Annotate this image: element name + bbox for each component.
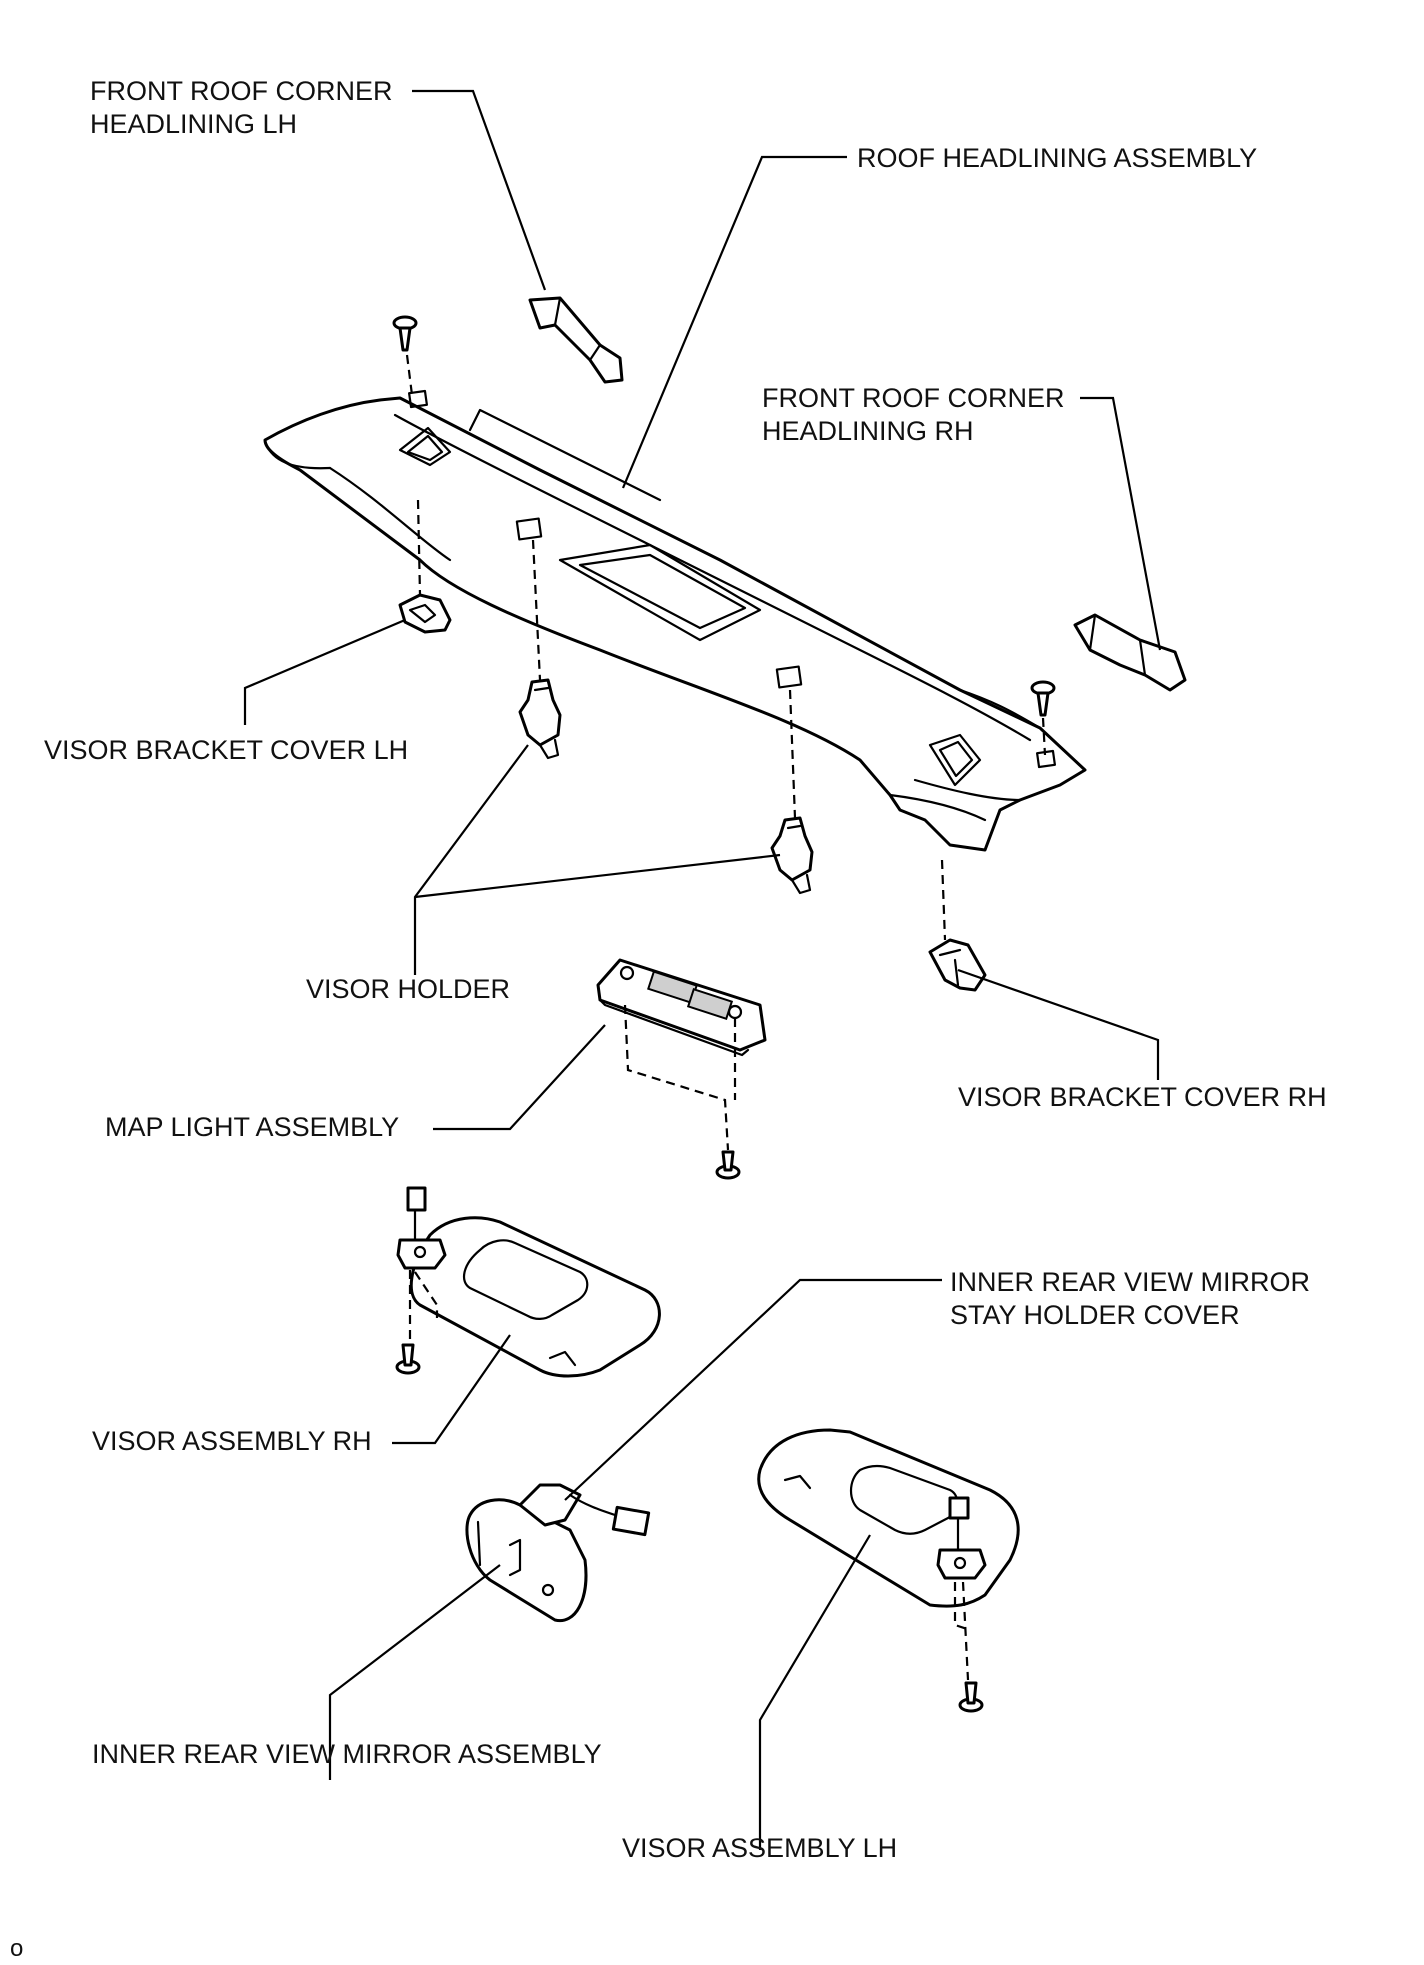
screw-top-right bbox=[1030, 680, 1056, 717]
map-light-part bbox=[596, 958, 767, 1057]
label-visor-holder: VISOR HOLDER bbox=[306, 974, 511, 1004]
front-roof-corner-lh-part bbox=[528, 296, 624, 384]
screw-top-left bbox=[392, 315, 418, 352]
label-visor-bracket-cover-rh: VISOR BRACKET COVER RH bbox=[958, 1082, 1327, 1112]
visor-holder-right-part bbox=[770, 816, 814, 895]
label-map-light: MAP LIGHT ASSEMBLY bbox=[105, 1112, 400, 1142]
visor-bracket-cover-rh-part bbox=[928, 938, 987, 992]
front-roof-corner-rh-part bbox=[1073, 613, 1187, 692]
label-mirror-stay-cover-line2: STAY HOLDER COVER bbox=[950, 1300, 1240, 1330]
inner-mirror-part bbox=[465, 1483, 651, 1623]
label-visor-assembly-lh: VISOR ASSEMBLY LH bbox=[622, 1833, 898, 1863]
screw-map-light bbox=[715, 1150, 741, 1180]
roof-headlining-part bbox=[263, 389, 1087, 852]
screw-visor-lh bbox=[958, 1681, 984, 1713]
visor-assembly-lh-part bbox=[757, 1428, 1020, 1608]
label-front-roof-corner-lh-line1: FRONT ROOF CORNER bbox=[90, 76, 393, 106]
visor-bracket-cover-lh-part bbox=[398, 593, 452, 634]
label-inner-mirror: INNER REAR VIEW MIRROR ASSEMBLY bbox=[92, 1739, 602, 1769]
page-mark: o bbox=[10, 1935, 24, 1962]
leader-lines bbox=[243, 89, 1162, 1850]
label-front-roof-corner-lh-line2: HEADLINING LH bbox=[90, 109, 298, 139]
label-roof-headlining: ROOF HEADLINING ASSEMBLY bbox=[857, 143, 1258, 173]
visor-assembly-rh-part bbox=[396, 1186, 661, 1378]
label-front-roof-corner-rh-line2: HEADLINING RH bbox=[762, 416, 974, 446]
label-visor-assembly-rh: VISOR ASSEMBLY RH bbox=[92, 1426, 372, 1456]
label-front-roof-corner-rh-line1: FRONT ROOF CORNER bbox=[762, 383, 1065, 413]
label-visor-bracket-cover-lh: VISOR BRACKET COVER LH bbox=[44, 735, 409, 765]
visor-holder-left-part bbox=[518, 678, 562, 760]
mounting-lines bbox=[405, 354, 1047, 1681]
screw-visor-rh bbox=[395, 1343, 421, 1375]
label-mirror-stay-cover-line1: INNER REAR VIEW MIRROR bbox=[950, 1267, 1311, 1297]
